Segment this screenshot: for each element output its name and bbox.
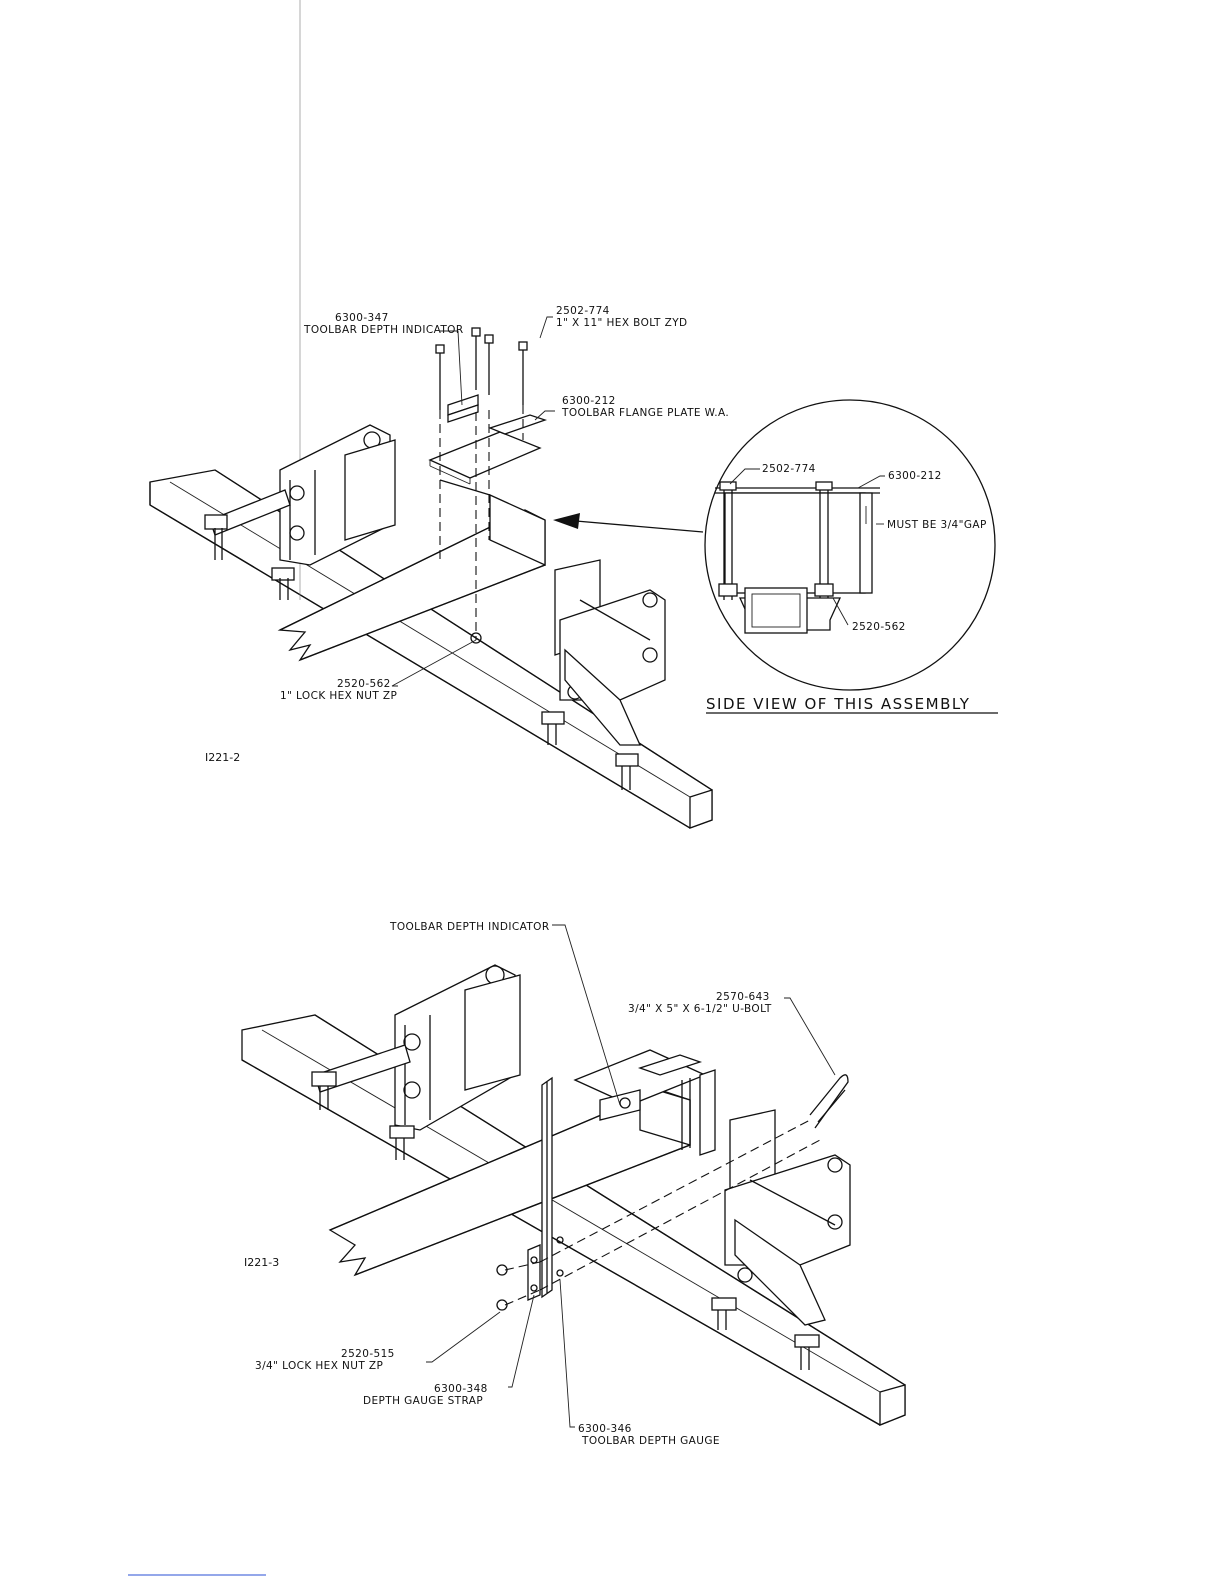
figure-2-id: I221-3 [244,1256,279,1269]
ubolt-part-number: 2570-643 [716,991,770,1003]
nut-part-number: 2520-562 [337,678,391,690]
flange-plate-assembly-2 [573,1049,716,1156]
nut-part-name: 1" LOCK HEX NUT ZP [280,690,397,702]
right-rocker-bracket [541,559,666,790]
strap-part-name: DEPTH GAUGE STRAP [363,1395,483,1407]
figure-1-leaders [391,316,555,687]
side-view-detail [704,399,996,691]
bolt-part-number: 2502-774 [556,305,610,317]
nut-part-name-2: 3/4" LOCK HEX NUT ZP [255,1360,383,1372]
plate-part-number: 6300-212 [562,395,616,407]
strap-part-number: 6300-348 [434,1383,488,1395]
plate-part-name: TOOLBAR FLANGE PLATE W.A. [561,407,729,419]
figure-2-leaders [426,924,836,1428]
indicator-part-number: 6300-347 [335,312,389,324]
lock-hex-nuts-icon [496,1264,508,1311]
gauge-part-name: TOOLBAR DEPTH GAUGE [581,1435,720,1447]
cross-member-broken [277,479,546,662]
figure-1-toolbar-flange-assembly: 6300-347 TOOLBAR DEPTH INDICATOR 2502-77… [149,0,998,829]
detail-pointer-arrow [553,513,704,533]
indicator-label-2: TOOLBAR DEPTH INDICATOR [389,921,550,933]
lock-hex-nut-icon [470,632,482,644]
toolbar-depth-indicator [447,394,479,423]
toolbar-flange-plate [428,414,548,485]
ubolt-part-name: 3/4" X 5" X 6-1/2" U-BOLT [628,1003,772,1015]
detail-caption: SIDE VIEW OF THIS ASSEMBLY [706,695,970,713]
cross-member-broken-2 [328,1084,691,1277]
assembly-dash-lines-2 [504,1119,821,1306]
assembly-dash-lines [439,405,524,640]
detail-nut-part: 2520-562 [852,621,906,633]
indicator-part-name: TOOLBAR DEPTH INDICATOR [303,324,464,336]
figure-1-id: I221-2 [205,751,240,764]
left-rocker-bracket-2 [311,964,521,1160]
detail-plate-part: 6300-212 [888,470,942,482]
detail-gap-note: MUST BE 3/4"GAP [887,519,987,531]
right-rocker-bracket-2 [711,1109,851,1370]
nut-part-number-2: 2520-515 [341,1348,395,1360]
gauge-part-number: 6300-346 [578,1423,632,1435]
bolt-part-name: 1" X 11" HEX BOLT ZYD [556,317,688,329]
left-rocker-bracket [204,424,396,600]
depth-gauge-strap [527,1244,541,1301]
figure-2-depth-gauge-assembly: TOOLBAR DEPTH INDICATOR 2570-643 3/4" X … [241,921,906,1447]
hex-bolts [435,327,528,410]
detail-bolt-part: 2502-774 [762,463,816,475]
u-bolt-icon [809,1074,849,1129]
